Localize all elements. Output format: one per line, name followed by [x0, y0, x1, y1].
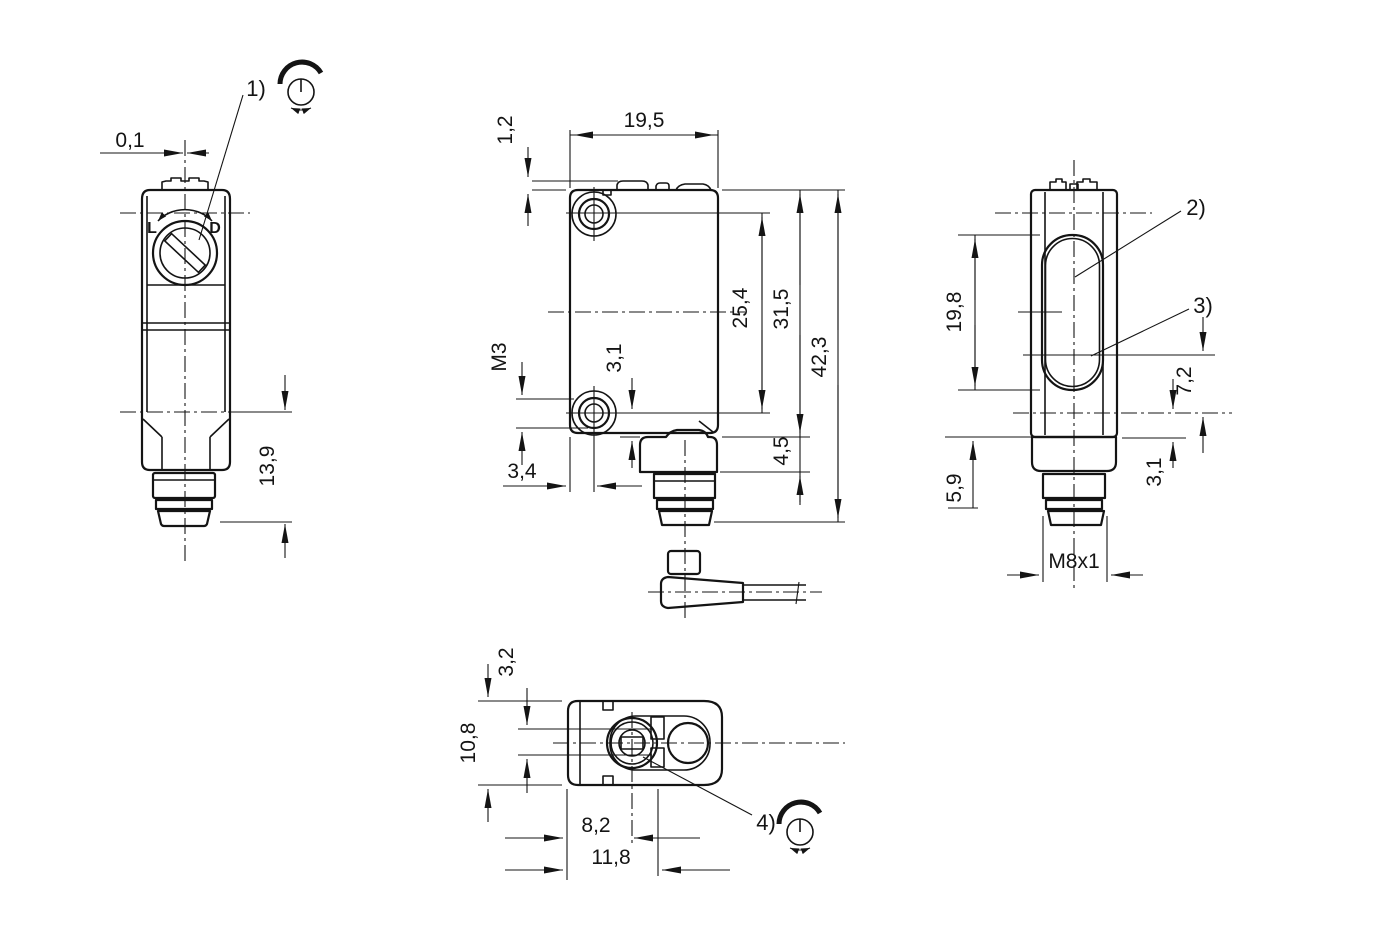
callout-2: 2) — [1074, 195, 1206, 278]
view-side-narrow: L D 0,1 13,9 1) — [100, 59, 324, 565]
view-side-wide: 19,8 7,2 3,1 5,9 M8x1 2) 3) — [943, 160, 1232, 590]
side-narrow-connector — [151, 471, 217, 528]
dim-label-10-8: 10,8 — [457, 723, 480, 764]
dim-hole-to-edge: 3,4 — [503, 460, 642, 490]
dim-led-pitch: 3,2 — [495, 647, 531, 793]
dim-ref-to-bottom: 3,1 — [1143, 379, 1177, 487]
dim-label-42-3: 42,3 — [808, 337, 831, 378]
dim-label-1-2: 1,2 — [494, 115, 517, 144]
dim-label-7-2: 7,2 — [1173, 366, 1196, 395]
dim-connector-thread: M8x1 — [1007, 550, 1143, 579]
dim-top-edge: 1,2 — [494, 115, 532, 226]
dim-label-3-1-front: 3,1 — [603, 343, 626, 372]
callout-4-leader — [642, 756, 753, 816]
dim-label-5-9: 5,9 — [943, 473, 966, 502]
top-extension-lines — [478, 700, 659, 880]
dim-label-3-1-side: 3,1 — [1143, 457, 1166, 486]
side-wide-connector — [1041, 472, 1107, 527]
callout-2-label: 2) — [1186, 195, 1206, 220]
front-connector — [638, 428, 719, 527]
callout-2-leader — [1074, 210, 1182, 278]
callout-1-label: 1) — [246, 76, 266, 101]
pot-label-light: L — [147, 220, 157, 237]
dim-label-19-8: 19,8 — [943, 292, 966, 333]
top-outline — [566, 699, 724, 787]
view-front: 19,5 1,2 25,4 31,5 42,3 4,5 — [488, 109, 845, 618]
dim-label-25-4: 25,4 — [729, 287, 752, 328]
dim-pot-center: 8,2 — [505, 814, 700, 842]
front-extension-lines — [516, 130, 845, 523]
dim-hole-pitch: 25,4 — [729, 213, 766, 413]
dim-depth: 10,8 — [457, 664, 492, 822]
dim-connector-length: 13,9 — [220, 375, 292, 558]
dim-label-4-5: 4,5 — [770, 436, 793, 465]
pot-label-dark: D — [209, 220, 221, 237]
dim-label-m3: M3 — [488, 342, 511, 371]
pot-range-arc — [157, 208, 213, 222]
callout-3: 3) — [1090, 293, 1213, 357]
callout-4-label: 4) — [756, 810, 776, 835]
callout-1: 1) — [198, 76, 266, 241]
dim-label-0-1: 0,1 — [115, 129, 144, 152]
dim-receiver-axis: 7,2 — [1173, 317, 1207, 453]
cable-connector — [659, 549, 806, 610]
dim-label-3-2: 3,2 — [495, 647, 518, 676]
dim-label-8-2: 8,2 — [581, 814, 610, 837]
dim-mount-thread: M3 — [488, 342, 526, 465]
dim-label-3-4: 3,4 — [507, 460, 537, 483]
callout-3-label: 3) — [1193, 293, 1213, 318]
dim-label-13-9: 13,9 — [256, 446, 279, 487]
dim-lens-center: 11,8 — [505, 846, 730, 874]
dim-body-height: 31,5 — [770, 190, 804, 437]
side-wide-centerlines — [995, 160, 1232, 590]
dim-hole-to-bottom: 3,1 — [603, 343, 636, 468]
callout-1-leader — [198, 94, 244, 241]
top-centerlines — [553, 712, 845, 845]
dim-window-height: 19,8 — [943, 235, 979, 390]
view-top: 3,2 10,8 8,2 11,8 4) — [457, 647, 845, 880]
callout-3-leader — [1090, 308, 1190, 357]
side-wide-outline — [1018, 178, 1215, 473]
adjustment-pot: L D — [147, 208, 221, 287]
side-wide-extension-lines — [945, 234, 1186, 582]
rotate-adjust-icon-2 — [776, 799, 823, 855]
dim-label-11-8: 11,8 — [591, 846, 630, 869]
dim-width: 19,5 — [570, 109, 718, 139]
front-centerlines — [548, 311, 822, 618]
rotate-adjust-icon — [277, 59, 324, 115]
callout-4: 4) — [642, 756, 776, 835]
dim-label-31-5: 31,5 — [770, 289, 793, 330]
dim-label-19-5: 19,5 — [624, 109, 665, 132]
dim-collar: 4,5 — [770, 436, 804, 505]
dim-width-tolerance: 0,1 — [100, 129, 209, 157]
side-narrow-outline — [140, 177, 232, 472]
dim-label-m8x1: M8x1 — [1048, 550, 1099, 573]
dim-connector-stub: 5,9 — [943, 441, 977, 508]
dim-overall-height: 42,3 — [808, 190, 842, 522]
front-outline — [568, 180, 720, 436]
